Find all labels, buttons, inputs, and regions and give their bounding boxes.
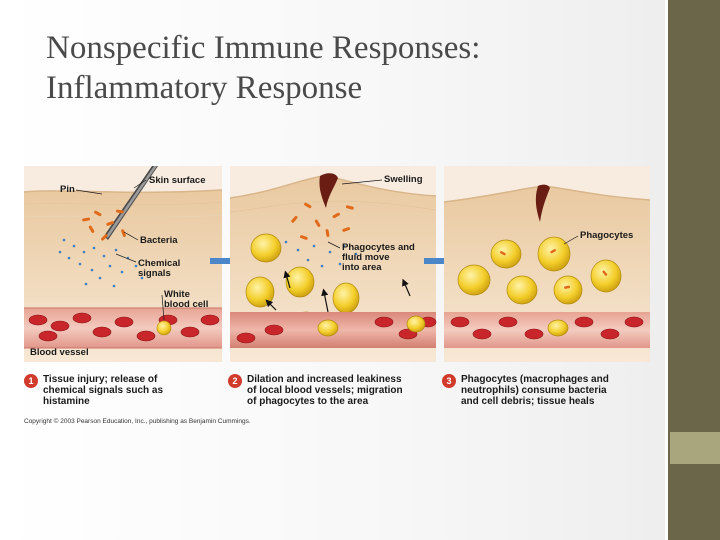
step-2-badge: 2 xyxy=(228,374,242,388)
white-blood-cell-1 xyxy=(156,320,172,336)
phagocyte-cell xyxy=(506,275,538,305)
wound-3 xyxy=(535,184,550,222)
step-3-line-1: Phagocytes (macrophages and xyxy=(461,374,609,385)
step-2-line-2: of local blood vessels; migration xyxy=(247,385,403,396)
red-blood-cells-3 xyxy=(450,316,644,340)
label-chemical-2: signals xyxy=(138,268,171,279)
phagocyte-cell xyxy=(490,239,522,269)
phagocyte-cell xyxy=(250,233,282,263)
pin-icon xyxy=(104,166,158,240)
label-phagocytes-fluid-2: fluid move xyxy=(342,252,390,263)
phagocyte-cell xyxy=(590,259,622,293)
label-phagocytes-fluid-3: into area xyxy=(342,262,382,273)
panel-1-tissue-injury: Pin Skin surface Bacteria Chemical signa… xyxy=(24,166,223,362)
label-pointer-lines-2 xyxy=(327,179,383,249)
chemical-signals-dots-2 xyxy=(284,240,358,268)
step-2-line-1: Dilation and increased leakiness xyxy=(247,374,402,385)
side-divider-line xyxy=(665,0,668,540)
step-2-caption: 2 Dilation and increased leakiness of lo… xyxy=(228,374,438,407)
bacteria-remnants-3 xyxy=(500,248,608,289)
bacteria-cluster-2 xyxy=(291,202,354,240)
label-swelling: Swelling xyxy=(384,174,423,185)
inflammatory-response-figure: Pin Skin surface Bacteria Chemical signa… xyxy=(24,162,654,432)
phagocyte-cell xyxy=(457,264,491,296)
label-chemical-1: Chemical xyxy=(138,258,180,269)
phagocyte-cell xyxy=(245,276,275,308)
phagocytes-group-3 xyxy=(457,236,622,305)
label-white-blood-cell-2: blood cell xyxy=(164,299,208,310)
step-2-line-3: of phagocytes to the area xyxy=(247,396,369,407)
step-3-line-2: neutrophils) consume bacteria xyxy=(461,385,607,396)
figure-illustration: Pin Skin surface Bacteria Chemical signa… xyxy=(24,166,651,362)
bacteria-cluster-1 xyxy=(82,209,126,241)
step-1-caption: 1 Tissue injury; release of chemical sig… xyxy=(24,374,224,407)
label-white-blood-cell-1: White xyxy=(164,289,190,300)
phagocytes-in-vessel-2 xyxy=(317,315,426,337)
panel-2-dilation: Swelling Phagocytes and fluid move into … xyxy=(229,166,437,362)
phagocyte-cell xyxy=(332,282,360,314)
panel-3-healing: Phagocytes xyxy=(443,166,651,362)
phagocyte-cell xyxy=(553,275,583,305)
phagocyte-cell xyxy=(285,266,315,298)
phagocyte-cell xyxy=(537,236,571,272)
step-1-line-1: Tissue injury; release of xyxy=(43,374,158,385)
step-3-line-3: and cell debris; tissue heals xyxy=(461,396,595,407)
side-accent-block xyxy=(670,432,720,464)
label-pin: Pin xyxy=(60,184,75,195)
red-blood-cells-1 xyxy=(28,312,220,342)
label-bacteria: Bacteria xyxy=(140,235,178,246)
step-3-caption: 3 Phagocytes (macrophages and neutrophil… xyxy=(442,374,652,407)
label-pointer-lines-1 xyxy=(75,179,165,321)
label-pointer-line-3 xyxy=(563,235,579,245)
step-1-line-3: histamine xyxy=(43,396,90,407)
label-phagocytes: Phagocytes xyxy=(580,230,633,241)
label-phagocytes-fluid-1: Phagocytes and xyxy=(342,242,415,253)
step-1-line-2: chemical signals such as xyxy=(43,385,164,396)
slide-title: Nonspecific Immune Responses: Inflammato… xyxy=(46,28,646,108)
migration-arrows-2 xyxy=(265,270,411,313)
step-3-badge: 3 xyxy=(442,374,456,388)
label-blood-vessel: Blood vessel xyxy=(30,347,89,358)
step-1-badge: 1 xyxy=(24,374,38,388)
copyright-notice: Copyright © 2003 Pearson Education, Inc.… xyxy=(24,418,251,425)
slide-title-line-2: Inflammatory Response xyxy=(46,70,363,106)
phagocytes-in-vessel-3 xyxy=(547,319,569,337)
blood-vessel-3 xyxy=(444,312,650,348)
wound-1 xyxy=(319,173,338,208)
label-skin-surface: Skin surface xyxy=(149,175,206,186)
slide-title-line-1: Nonspecific Immune Responses: xyxy=(46,30,481,66)
